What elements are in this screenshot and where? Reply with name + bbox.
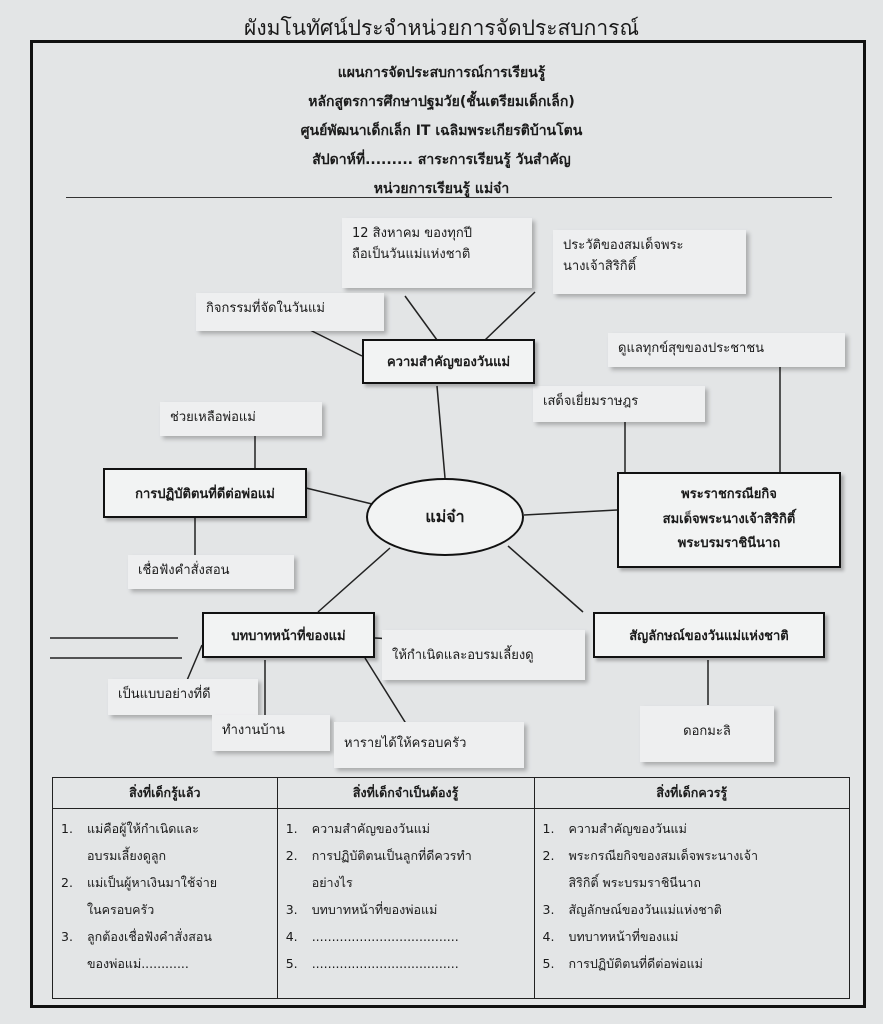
col-header-known: สิ่งที่เด็กรู้แล้ว: [52, 777, 278, 809]
box-importance: ความสำคัญของวันแม่: [362, 339, 535, 384]
note-aug12: 12 สิงหาคม ของทุกปี ถือเป็นวันแม่แห่งชาต…: [342, 218, 532, 288]
note-visit: เสด็จเยี่ยมราษฎร: [533, 386, 705, 422]
col-should-know: 1.ความสำคัญของวันแม่ 2.พระกรณียกิจของสมเ…: [533, 808, 851, 999]
box-royal-line-2: สมเด็จพระนางเจ้าสิริกิติ์: [662, 511, 796, 527]
note-raise: ให้กำเนิดและอบรมเลี้ยงดู: [382, 630, 585, 680]
note-biography: ประวัติของสมเด็จพระ นางเจ้าสิริกิติ์: [553, 230, 746, 294]
note-housework: ทำงานบ้าน: [212, 715, 330, 751]
header-line-5: หน่วยการเรียนรู้ แม่จ๋า: [373, 181, 510, 197]
list-item: 2.พระกรณียกิจของสมเด็จพระนางเจ้าสิริกิติ…: [542, 848, 758, 890]
list-item: 2.แม่เป็นผู้หาเงินมาใช้จ่ายในครอบครัว: [61, 875, 218, 917]
header-divider: [66, 197, 832, 198]
note-model: เป็นแบบอย่างที่ดี: [108, 679, 258, 715]
list-item: 4.บทบาทหน้าที่ของแม่: [542, 929, 679, 944]
col-header-must-know: สิ่งที่เด็กจำเป็นต้องรู้: [276, 777, 535, 809]
list-item: 5......................................: [285, 956, 459, 971]
note-obey: เชื่อฟังคำสั่งสอน: [128, 555, 294, 589]
header-line-3: ศูนย์พัฒนาเด็กเล็ก IT เฉลิมพระเกียรติบ้า…: [300, 123, 583, 139]
list-item: 1.ความสำคัญของวันแม่: [285, 821, 431, 836]
box-symbol: สัญลักษณ์ของวันแม่แห่งชาติ: [593, 612, 825, 658]
note-activities: กิจกรรมที่จัดในวันแม่: [196, 293, 384, 331]
list-item: 2.การปฏิบัติตนเป็นลูกที่ดีควรทำอย่างไร: [285, 848, 472, 890]
list-item: 3.บทบาทหน้าที่ของพ่อแม่: [285, 902, 438, 917]
box-royal: พระราชกรณียกิจ สมเด็จพระนางเจ้าสิริกิติ์…: [617, 472, 841, 568]
box-practice: การปฏิบัติตนที่ดีต่อพ่อแม่: [103, 468, 307, 518]
box-royal-line-1: พระราชกรณียกิจ: [681, 486, 777, 502]
header-line-4: สัปดาห์ที่......... สาระการเรียนรู้ วันส…: [312, 152, 571, 168]
list-item: 5.การปฏิบัติตนที่ดีต่อพ่อแม่: [542, 956, 703, 971]
list-item: 1.แม่คือผู้ให้กำเนิดและอบรมเลี้ยงดูลูก: [61, 821, 199, 863]
list-item: 3.สัญลักษณ์ของวันแม่แห่งชาติ: [542, 902, 722, 917]
header-line-1: แผนการจัดประสบการณ์การเรียนรู้: [337, 65, 546, 81]
col-header-should-know: สิ่งที่เด็กควรรู้: [533, 777, 851, 809]
col-known: 1.แม่คือผู้ให้กำเนิดและอบรมเลี้ยงดูลูก 2…: [52, 808, 278, 999]
knowledge-table: สิ่งที่เด็กรู้แล้ว สิ่งที่เด็กจำเป็นต้อง…: [52, 777, 851, 999]
list-item: 4......................................: [285, 929, 459, 944]
col-must-know: 1.ความสำคัญของวันแม่ 2.การปฏิบัติตนเป็นล…: [276, 808, 535, 999]
center-topic: แม่จ๋า: [366, 478, 524, 556]
box-royal-line-3: พระบรมราชินีนาถ: [677, 536, 781, 552]
note-care: ดูแลทุกข์สุขของประชาชน: [608, 333, 845, 367]
outer-frame: [30, 40, 866, 1008]
note-help: ช่วยเหลือพ่อแม่: [160, 402, 322, 436]
header-line-2: หลักสูตรการศึกษาปฐมวัย(ชั้นเตรียมเด็กเล็…: [308, 94, 575, 110]
page-title: ผังมโนทัศน์ประจำหน่วยการจัดประสบการณ์: [244, 16, 639, 40]
box-role: บทบาทหน้าที่ของแม่: [202, 612, 375, 658]
note-jasmine: ดอกมะลิ: [640, 706, 774, 762]
note-biography-line-2: นางเจ้าสิริกิติ์: [563, 258, 637, 274]
note-biography-line-1: ประวัติของสมเด็จพระ: [563, 238, 684, 253]
note-income: หารายได้ให้ครอบครัว: [334, 722, 524, 768]
list-item: 1.ความสำคัญของวันแม่: [542, 821, 687, 836]
note-aug12-line-1: 12 สิงหาคม ของทุกปี: [352, 226, 472, 241]
list-item: 3.ลูกต้องเชื่อฟังคำสั่งสอนของพ่อแม่.....…: [61, 929, 212, 971]
note-aug12-line-2: ถือเป็นวันแม่แห่งชาติ: [352, 246, 471, 262]
